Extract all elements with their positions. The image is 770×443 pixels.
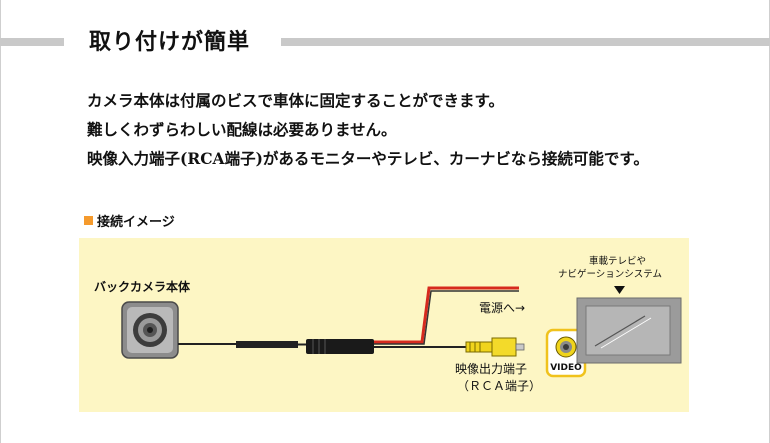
video-cable: [374, 337, 525, 357]
camera-cable: [178, 341, 306, 348]
connection-heading-text: 接続イメージ: [97, 215, 175, 230]
diagram-graphic: [79, 238, 689, 412]
down-arrow-icon: [614, 286, 625, 294]
monitor-icon: [576, 297, 682, 364]
title-divider-right: [281, 38, 770, 46]
camera-label: バックカメラ本体: [94, 280, 191, 294]
frame-left-border: [0, 0, 1, 443]
video-out-label: 映像出力端子: [455, 362, 528, 376]
camera-icon: [121, 301, 179, 359]
section-title: 取り付けが簡単: [89, 29, 251, 55]
junction-connector: [306, 339, 374, 354]
description-line-2: 難しくわずらわしい配線は必要ありません。: [87, 120, 397, 139]
monitor-label-line2: ナビゲーションシステム: [558, 269, 663, 280]
power-wire: [374, 286, 519, 345]
video-port-label: VIDEO: [550, 363, 582, 373]
rca-label: （ＲＣＡ端子）: [457, 379, 542, 393]
power-label: 電源へ→: [479, 301, 526, 315]
connection-diagram: バックカメラ本体 電源へ→ 映像出力端子 （ＲＣＡ端子） 車載テレビや ナビゲー…: [79, 238, 689, 412]
description: カメラ本体は付属のビスで車体に固定することができます。 難しくわずらわしい配線は…: [87, 86, 649, 173]
connection-heading: 接続イメージ: [84, 211, 175, 230]
video-jack-icon: [545, 328, 587, 378]
orange-square-bullet-icon: [84, 216, 93, 225]
description-line-1: カメラ本体は付属のビスで車体に固定することができます。: [87, 91, 504, 110]
description-line-3: 映像入力端子(RCA端子)があるモニターやテレビ、カーナビなら接続可能です。: [87, 149, 649, 168]
title-divider-left: [0, 38, 64, 46]
monitor-label-line1: 車載テレビや: [589, 256, 647, 267]
